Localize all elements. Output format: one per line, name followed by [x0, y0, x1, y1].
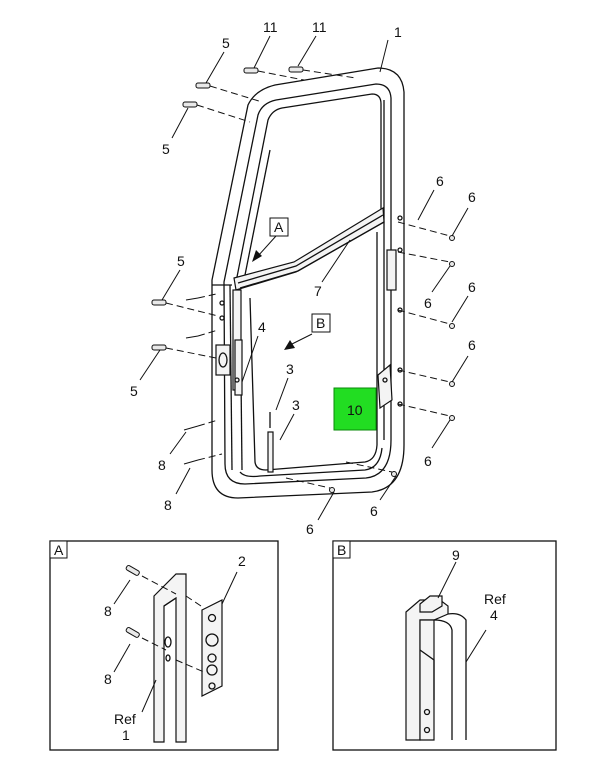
detail-a-callout-8a: 8 — [104, 603, 112, 619]
hinge-rivets — [185, 293, 219, 339]
detail-a-callout-2: 2 — [238, 553, 246, 569]
callout-6d: 6 — [468, 279, 476, 295]
callout-6g: 6 — [306, 521, 314, 537]
upper-bolt-5b — [182, 101, 251, 123]
callout-5c: 5 — [177, 253, 185, 269]
callout-3a: 3 — [286, 361, 294, 377]
detail-a-ref-word: Ref — [114, 711, 136, 727]
callout-11a: 11 — [263, 19, 278, 35]
detail-a-tag: A — [54, 542, 64, 558]
view-a-label: A — [274, 219, 284, 235]
callout-6a: 6 — [436, 173, 444, 189]
top-bolt-11a — [243, 67, 305, 81]
callout-6e: 6 — [468, 337, 476, 353]
rivet-strip — [267, 412, 274, 473]
view-b-arrow — [284, 333, 313, 350]
detail-b-tag: B — [337, 542, 346, 558]
callout-5b: 5 — [162, 141, 170, 157]
detail-b-callout-9: 9 — [452, 547, 460, 563]
view-b-tag — [311, 313, 331, 333]
rivets-8 — [183, 419, 223, 465]
callout-8a: 8 — [158, 457, 166, 473]
detail-a-callout-8b: 8 — [104, 671, 112, 687]
latch-bracket — [377, 249, 397, 410]
upper-bolt-5a — [195, 82, 263, 103]
view-a-tag — [269, 217, 289, 237]
callout-3b: 3 — [292, 397, 300, 413]
callout-5d: 5 — [130, 383, 138, 399]
detail-a-ref-num: 1 — [122, 727, 130, 743]
callout-6h: 6 — [370, 503, 378, 519]
callout-6b: 6 — [468, 189, 476, 205]
view-b-label: B — [316, 315, 325, 331]
lower-bolt-5d — [151, 344, 217, 359]
callout-1: 1 — [394, 24, 402, 40]
leader-lines — [139, 35, 469, 521]
detail-b-ref-num: 4 — [490, 607, 498, 623]
detail-a-panel: A 2 8 8 Ref 1 — [49, 540, 279, 751]
highlight-box-10 — [333, 387, 377, 431]
callout-5a: 5 — [222, 35, 230, 51]
callout-6f: 6 — [424, 453, 432, 469]
view-a-arrow — [252, 235, 277, 262]
callout-4: 4 — [258, 319, 266, 335]
callout-11b: 11 — [312, 19, 327, 35]
callout-6c: 6 — [424, 295, 432, 311]
hinge-strip — [215, 289, 243, 396]
detail-b-panel: B 9 Ref 4 — [332, 540, 557, 751]
lower-bolt-5c — [151, 299, 219, 317]
door-frame — [211, 67, 405, 499]
callout-10: 10 — [347, 402, 363, 418]
detail-b-ref-word: Ref — [484, 591, 506, 607]
callout-7: 7 — [314, 283, 322, 299]
top-bolt-11b — [288, 66, 357, 79]
callout-8b: 8 — [164, 497, 172, 513]
